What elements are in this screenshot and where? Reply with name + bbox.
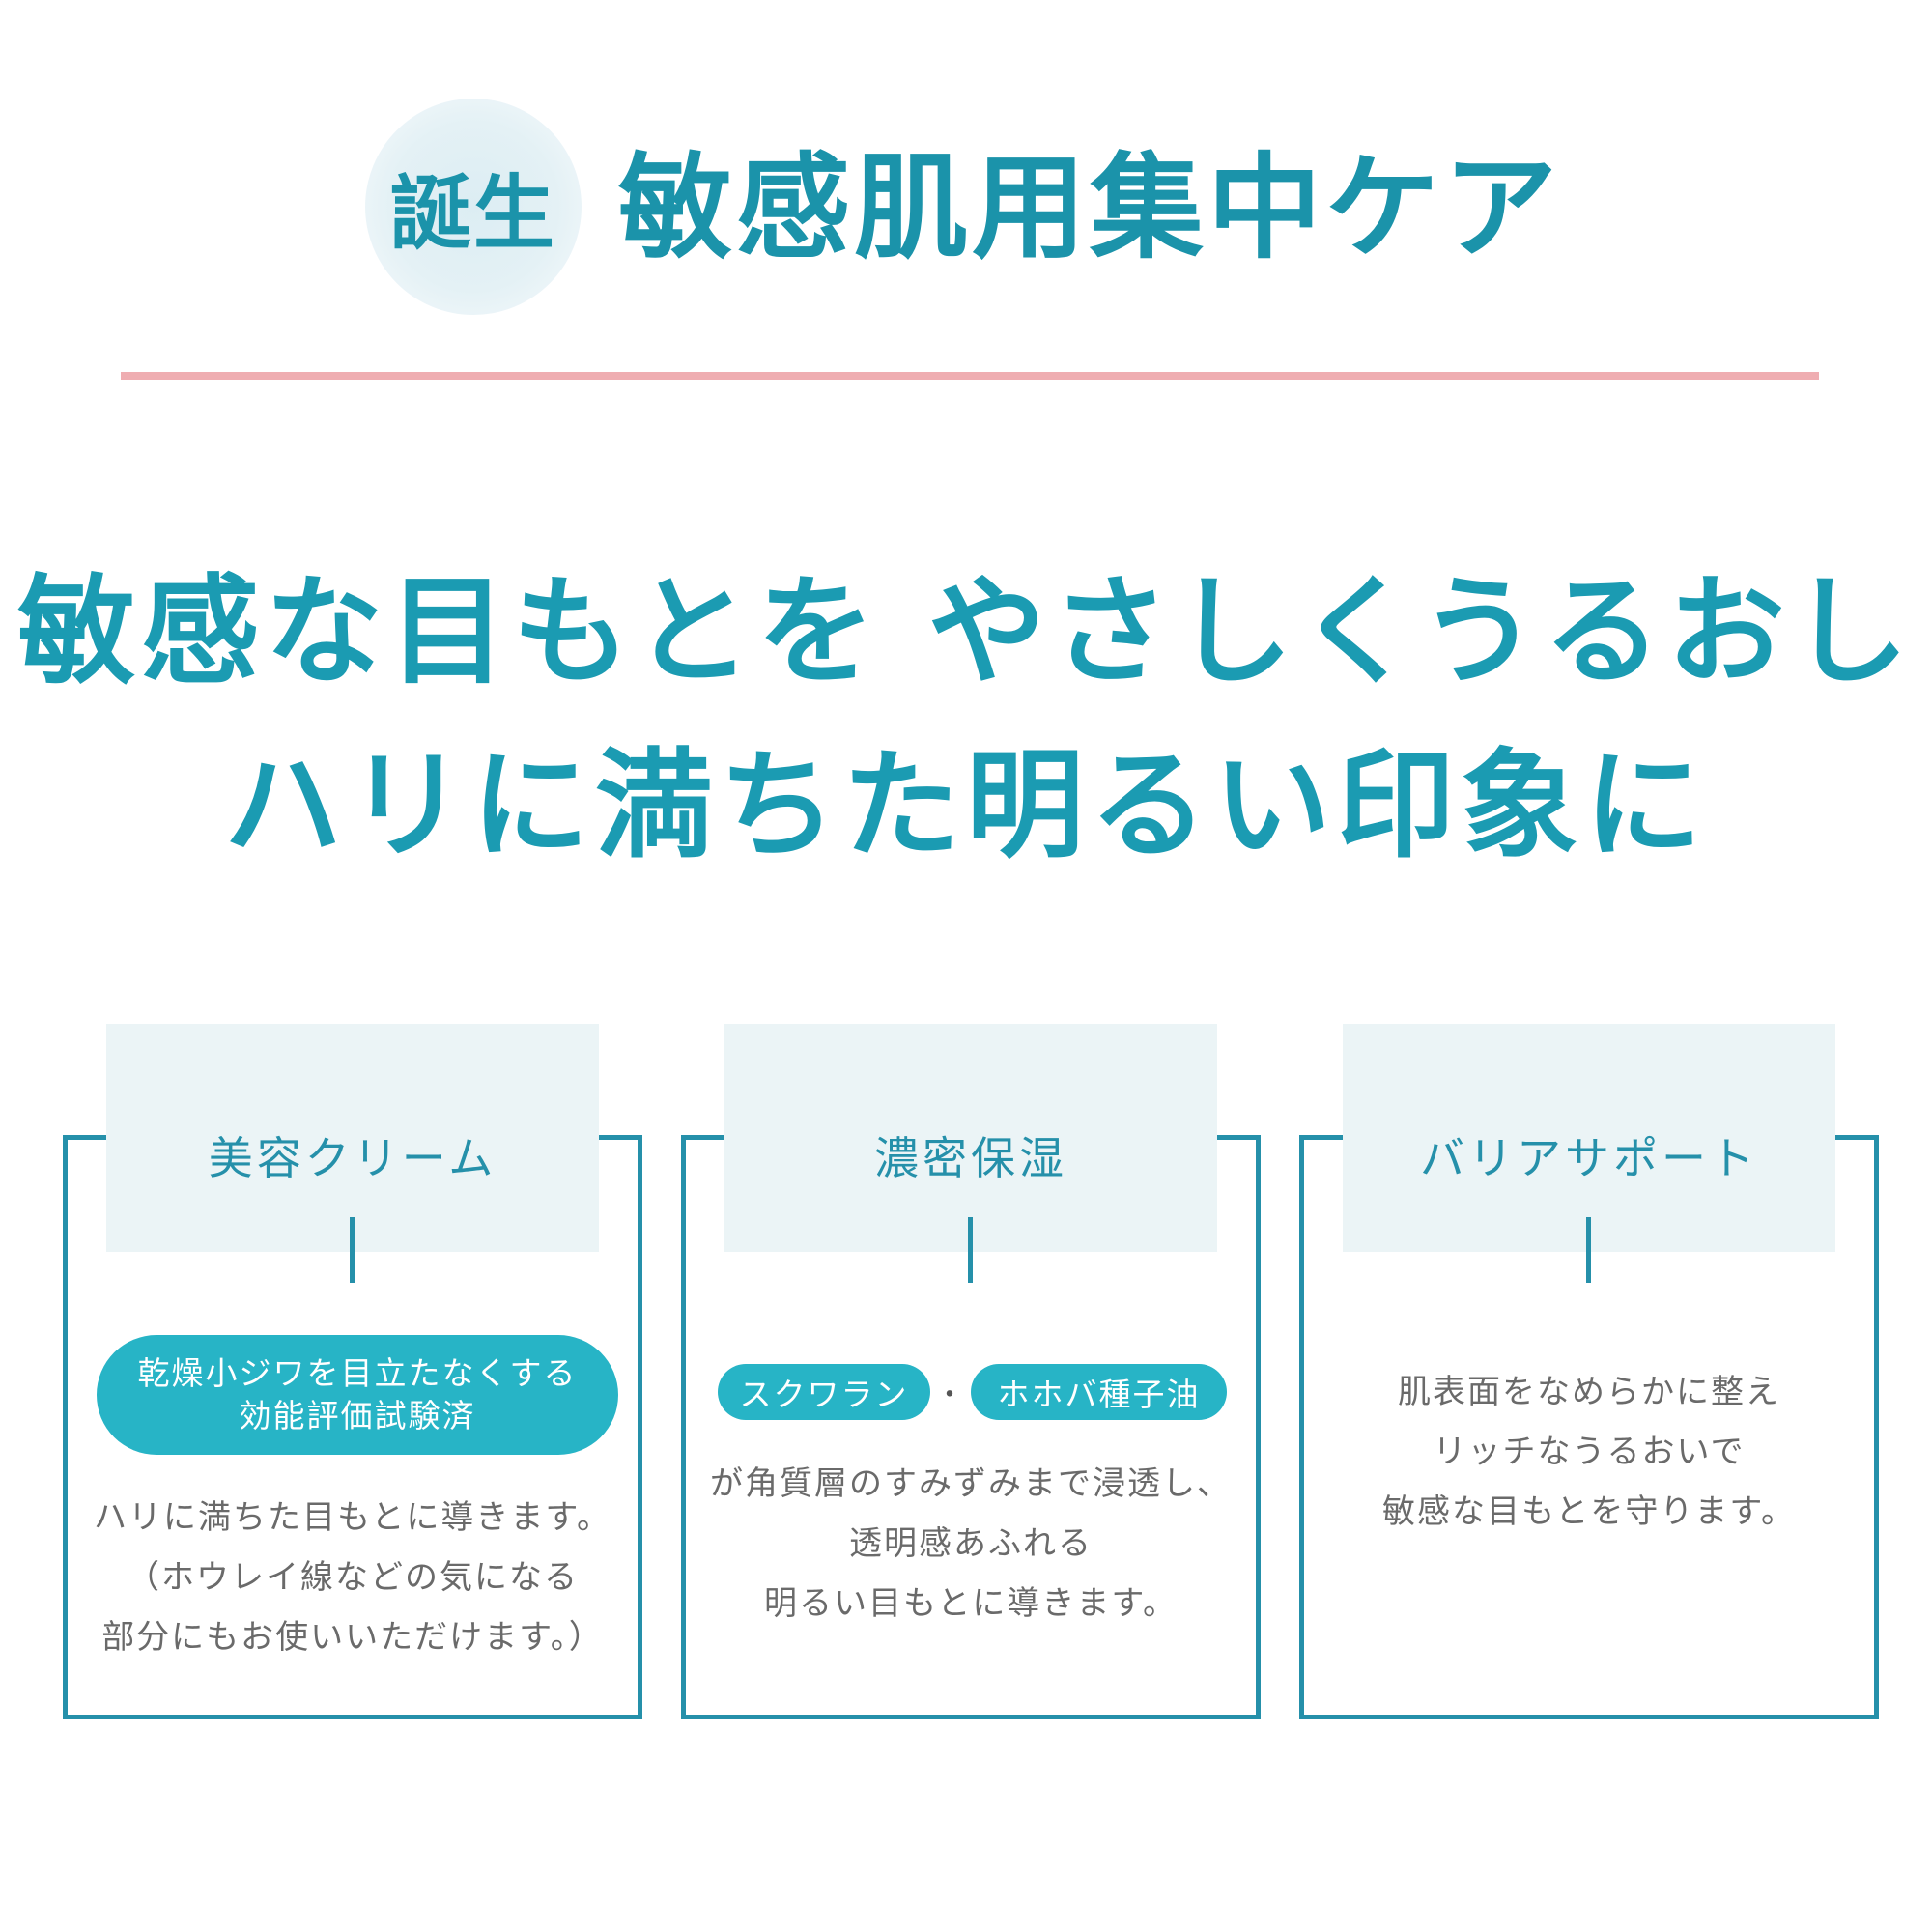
card-text-line-3: 明るい目もとに導きます。 [764,1584,1178,1623]
card-tag-label: 美容クリーム [208,1132,497,1184]
headline-line-2: ハリに満ちた明るい印象に [224,737,1708,874]
frame-top-right [1212,1135,1261,1140]
card-text-line-1: 肌表面をなめらかに整え [1398,1373,1780,1411]
card-text-line-3: 部分にもお使いいただけます。） [101,1618,604,1657]
card-frame [681,1135,1261,1719]
card-tag: 濃密保湿 [724,1024,1217,1252]
frame-top-left [1299,1135,1348,1140]
badge-circle [365,99,582,315]
card-connector [350,1217,355,1283]
card-text-line-1: ハリに満ちた目もとに導きます。 [94,1498,611,1537]
card-frame [1299,1135,1879,1719]
card-tag: バリアサポート [1343,1024,1835,1252]
card-text-line-2: リッチなうるおいで [1433,1433,1746,1471]
feature-card-moisture: 濃密保湿 スクワラン ・ ホホバ種子油 が角質層のすみずみまで浸透し、 透明感あ… [681,1024,1261,1719]
ingredient-separator: ・ [935,1378,964,1412]
feature-card-cream: 美容クリーム 乾燥小ジワを目立たなくする 効能評価試験済 ハリに満ちた目もとに導… [63,1024,642,1719]
ingredient-pill-jojoba: ホホバ種子油 [971,1364,1227,1420]
card-frame [63,1135,642,1719]
card-connector [968,1217,973,1283]
frame-top-left [63,1135,111,1140]
badge-label: 誕生 [389,165,556,261]
card-tag: 美容クリーム [106,1024,599,1252]
card-tag-label: バリアサポート [1420,1132,1758,1184]
card-text-line-3: 敏感な目もとを守ります。 [1382,1492,1796,1531]
headline-line-1: 敏感な目もとを やさしくうるおし [17,563,1915,700]
ingredient-pill-squalane: スクワラン [718,1364,930,1420]
claim-pill-line-2: 効能評価試験済 [239,1397,476,1435]
feature-card-barrier: バリアサポート 肌表面をなめらかに整え リッチなうるおいで 敏感な目もとを守りま… [1299,1024,1879,1719]
card-tag-label: 濃密保湿 [874,1132,1067,1184]
frame-top-left [681,1135,729,1140]
divider-line [121,372,1819,380]
frame-top-right [594,1135,642,1140]
card-connector [1586,1217,1591,1283]
frame-top-right [1831,1135,1879,1140]
header-title: 敏感肌用集中ケア [618,141,1562,274]
card-text-line-2: 透明感あふれる [849,1524,1093,1563]
card-text-line-1: が角質層のすみずみまで浸透し、 [710,1464,1232,1503]
header: 誕生 敏感肌用集中ケア [0,0,1932,386]
card-text-line-2: （ホウレイ線などの気になる [127,1558,579,1597]
claim-pill-line-1: 乾燥小ジワを目立たなくする [137,1354,578,1392]
claim-pill: 乾燥小ジワを目立たなくする 効能評価試験済 [97,1335,618,1455]
